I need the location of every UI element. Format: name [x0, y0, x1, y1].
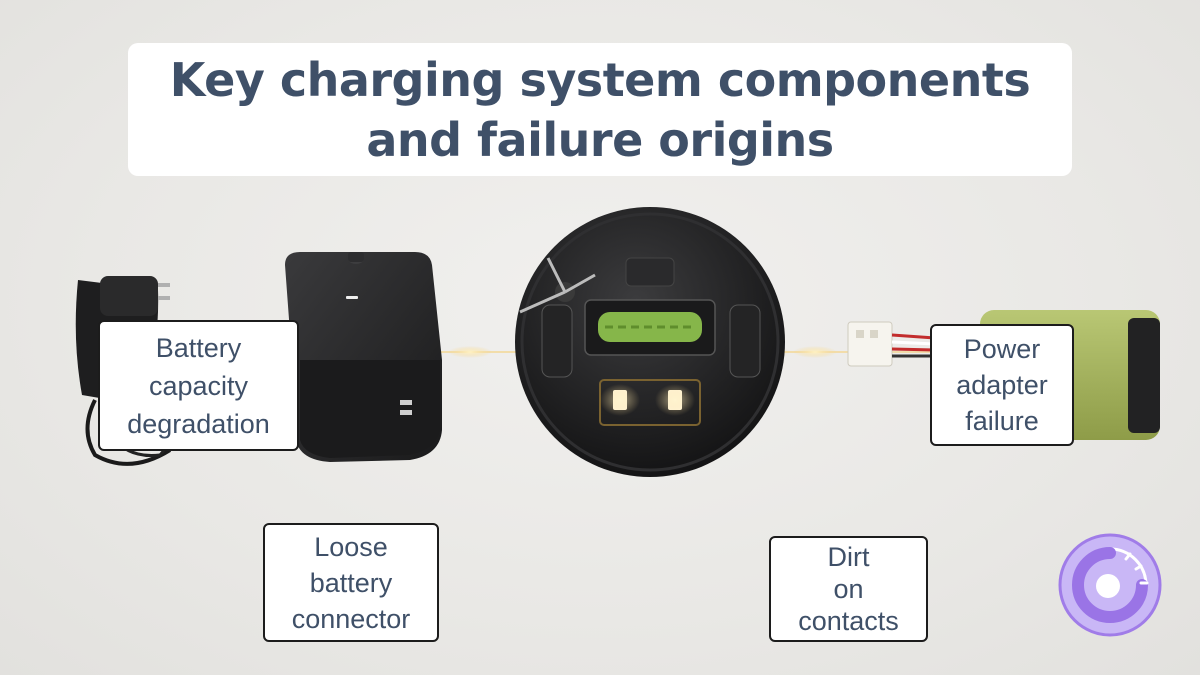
battery-connector-plug-icon [848, 322, 935, 366]
label-dirt-on-contacts: Dirt on contacts [769, 536, 928, 642]
title-banner: Key charging system components and failu… [128, 43, 1072, 176]
charging-dock-icon [285, 252, 442, 462]
page-title: Key charging system components and failu… [150, 50, 1050, 170]
clock-outline-icon [1056, 531, 1164, 639]
label-power-adapter-failure: Power adapter failure [930, 324, 1074, 446]
label-battery-capacity-degradation: Battery capacity degradation [98, 320, 299, 451]
label-loose-battery-connector: Loose battery connector [263, 523, 439, 642]
robot-vacuum-icon [515, 207, 785, 477]
